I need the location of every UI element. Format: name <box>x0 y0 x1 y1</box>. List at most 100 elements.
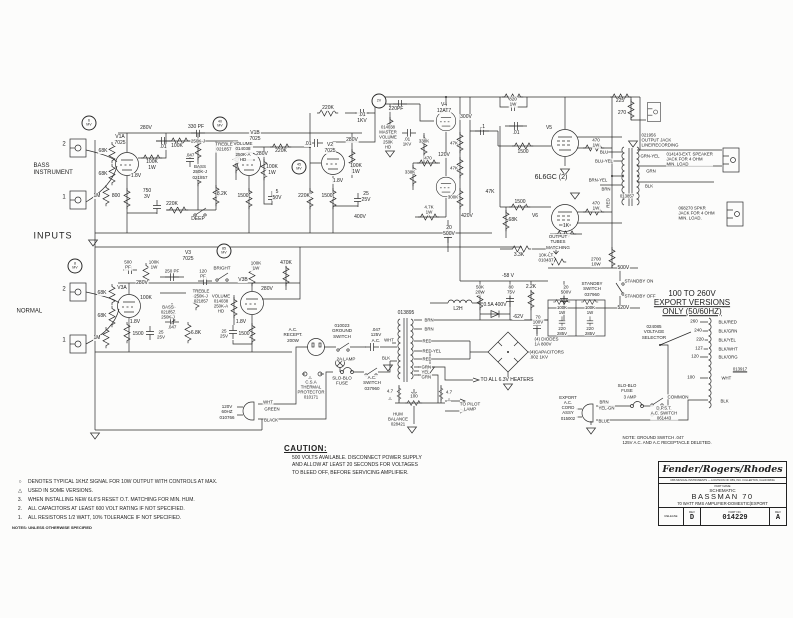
schematic-label: V4 12AT7 <box>436 102 452 114</box>
schematic-label: EXPORT A.C. CORD ASSY 015002 <box>558 395 578 421</box>
schematic-label: △ <box>387 395 393 402</box>
schematic-label: YEL-GN <box>598 405 615 411</box>
schematic-label: (4) DIODES 1A 800V <box>534 336 560 348</box>
schematic-label: 47K <box>449 140 459 146</box>
schematic-label: 1500 <box>513 199 527 205</box>
schematic-label: 220K <box>165 201 179 207</box>
title-block-bottom-row: RELEASE REV D PART NO. 014229 REV A <box>659 507 786 525</box>
schematic-label: 2700 10W <box>590 256 602 268</box>
schematic-label: 820 1W <box>508 96 518 108</box>
schematic-label: 750 3V <box>142 188 152 200</box>
schematic-label: 500 PF <box>123 259 133 271</box>
schematic-label: △ <box>446 396 452 403</box>
schematic-label: 6.8K <box>190 330 202 336</box>
schematic-label: 1 <box>61 337 67 345</box>
schematic-label: BRN <box>424 317 435 323</box>
note-item: 3.WHEN INSTALLING NEW 6L6'S RESET O.T. M… <box>17 497 195 504</box>
schematic-label: .01 <box>304 141 312 147</box>
schematic-label: 1.8V <box>235 319 247 325</box>
schematic-label: 1M <box>93 193 101 199</box>
schematic-label: GRN <box>421 374 432 380</box>
schematic-label: 220PF <box>388 106 404 112</box>
schematic-label: 1500 <box>516 149 530 155</box>
schematic-label: 2A LAMP <box>336 356 356 362</box>
schematic-label: 1.8V <box>332 178 344 184</box>
brand-subtext: CBS MUSICAL INSTRUMENTS — A DIVISION OF … <box>659 478 786 485</box>
schematic-label: GRN <box>645 168 657 174</box>
brand-logo: Fender/Rogers/Rhodes <box>659 462 786 478</box>
schematic-label: .01 <box>159 144 167 150</box>
schematic-label: BASS 250K-J 021857 <box>191 163 209 181</box>
schematic-label: BLK <box>720 398 730 404</box>
schematic-label: V3B <box>237 277 249 283</box>
schematic-label: 85 MV <box>216 243 232 259</box>
schematic-label: V3 7025 <box>181 250 195 262</box>
note-item: 1.ALL RESISTORS 1/2 WATT, 10% TOLERANCE … <box>17 515 182 522</box>
schematic-label: 280V <box>139 125 153 131</box>
schematic-label: TREBLE 021857 <box>214 141 234 153</box>
schematic-label: VOLUME 014038 250K-A HD <box>211 293 231 315</box>
caution-line: 500 VOLTS AVAILABLE. DISCONNECT POWER SU… <box>292 455 422 461</box>
schematic-label: 220 285V <box>584 325 596 337</box>
caution-heading: CAUTION: <box>284 444 328 453</box>
schematic-label: 330K <box>404 169 416 175</box>
schematic-label: RED <box>422 356 433 362</box>
note-item: 2.ALL CAPACITORS AT LEAST 600 VOLT RATIN… <box>17 506 185 513</box>
schematic-label: BRN <box>424 326 435 332</box>
schematic-label: 1500 <box>237 331 251 337</box>
schematic-label: 100K 1W <box>265 164 279 176</box>
schematic-label: 4.7K 1W <box>423 204 435 216</box>
schematic-label: C.S.A THERMAL PROTECTOR 010171 <box>297 379 325 401</box>
schematic-label: V5 <box>545 125 553 131</box>
schematic-label: 8.2K <box>216 191 228 197</box>
schematic-label: 100K 1W <box>250 260 262 272</box>
schematic-label: BLK/WHT <box>718 346 739 352</box>
schematic-label: 470 1W <box>591 200 601 212</box>
schematic-label: 021956 OUTPUT JACK LINE/RECORDING <box>641 132 680 148</box>
schematic-label: 470 1W <box>591 137 601 149</box>
schematic-label: TO ALL 6.3V HEATERS <box>480 377 534 383</box>
schematic-label: 400V <box>353 214 367 220</box>
schematic-label: 100K 1W <box>556 304 568 316</box>
schematic-label: 120V <box>437 152 451 158</box>
schematic-label: 420V <box>460 213 474 219</box>
schematic-label: BLACK <box>263 417 279 423</box>
schematic-label: 300K <box>447 194 459 200</box>
schematic-label: 300V <box>459 114 473 120</box>
schematic-label: 280V <box>255 151 269 157</box>
schematic-label: 013917 <box>732 366 748 372</box>
schematic-label: GREEN <box>263 406 281 412</box>
schematic-label: 120V 60HZ 010766 <box>218 403 236 421</box>
schematic-label: ONLY (50/60HZ) <box>661 307 723 317</box>
schematic-label: 100K 1W <box>349 163 363 175</box>
component-symbols <box>69 93 744 440</box>
model-description: 70 WATT RMS AMPLIFIER-DOMESTIC(EXPORT <box>659 501 786 508</box>
rev-cell: REV A <box>770 508 786 525</box>
schematic-label: 47K <box>485 189 495 195</box>
schematic-label: .01 1KV <box>402 136 412 148</box>
schematic-label: 3 AMP <box>623 394 637 400</box>
schematic-label: 240 <box>693 327 703 333</box>
schematic-label: 1 <box>61 194 67 202</box>
schematic-label: 68K <box>98 148 108 154</box>
schematic-label: INPUTS <box>33 230 74 242</box>
schematic-label: BLU-YEL <box>594 158 614 164</box>
note-item: △USED IN SOME VERSIONS. <box>18 488 94 495</box>
schematic-label: COMMON <box>667 394 689 400</box>
schematic-label: 3.3K <box>513 252 525 258</box>
schematic-label: 470 <box>423 155 433 161</box>
schematic-label: 1500 <box>131 331 145 337</box>
schematic-label: 220K <box>321 105 335 111</box>
caution-line: AND ALLOW AT LEAST 20 SECONDS FOR VOLTAG… <box>292 462 418 469</box>
schematic-label: STANDBY ON <box>624 278 654 284</box>
schematic-label: V1B 7025 <box>248 130 262 142</box>
schematic-label: V6 <box>531 213 539 219</box>
caution-line: TO BLEED OFF, BEFORE SERVICING AMPLIFIER… <box>292 469 409 476</box>
schematic-label: 50K 20W <box>474 284 486 296</box>
release-rev-cell: REV D <box>684 507 701 525</box>
schematic-label: HUM BALANCE 028421 <box>387 411 409 427</box>
schematic-label: V2 7025 <box>323 142 337 154</box>
part-no-cell: PART NO. 014229 <box>701 507 770 525</box>
schematic-label: BRN <box>599 399 610 405</box>
